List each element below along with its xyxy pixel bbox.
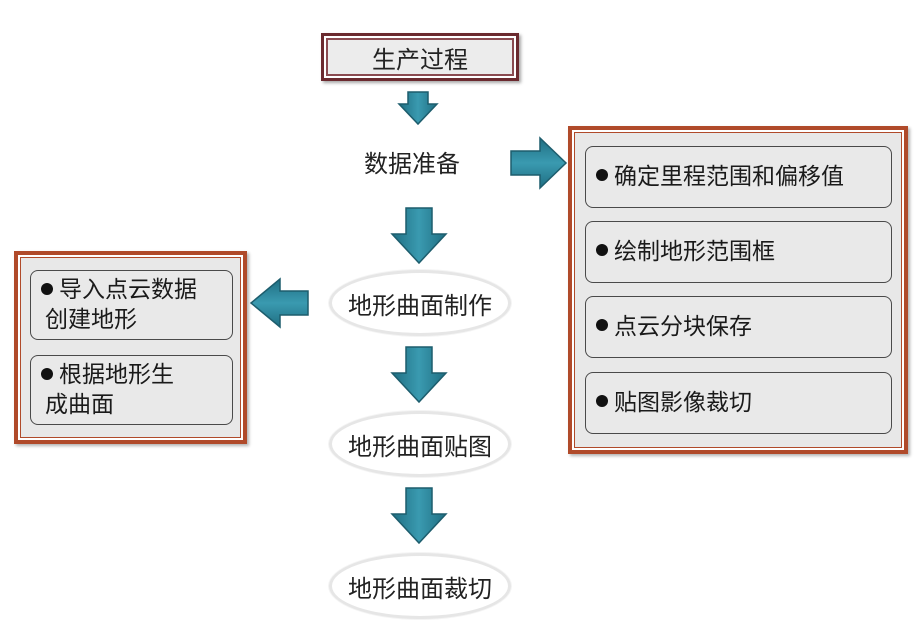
bullet-icon [596, 244, 608, 256]
right-panel-item-label: 绘制地形范围框 [614, 239, 775, 265]
step-surface-clip: 地形曲面裁切 [329, 553, 511, 619]
left-panel-item: 根据地形生 成曲面 [30, 355, 233, 425]
right-panel: 确定里程范围和偏移值 绘制地形范围框 点云分块保存 贴图影像裁切 [568, 126, 908, 454]
right-panel-item-label: 点云分块保存 [614, 314, 752, 340]
arrow-right-icon [510, 136, 568, 190]
bullet-icon [41, 282, 53, 295]
left-panel-item-line2: 创建地形 [45, 307, 137, 333]
left-panel-item-line1: 根据地形生 [59, 362, 174, 388]
left-panel-item-line2: 成曲面 [45, 392, 114, 418]
step-surface-make: 地形曲面制作 [329, 270, 511, 336]
process-title: 生产过程 [321, 33, 519, 81]
bullet-icon [596, 169, 608, 181]
right-panel-item: 绘制地形范围框 [585, 221, 892, 283]
arrow-down-icon [390, 346, 448, 404]
right-panel-item: 贴图影像裁切 [585, 372, 892, 434]
step-data-prep: 数据准备 [364, 150, 460, 178]
arrow-down-icon [390, 207, 448, 265]
step-surface-texture: 地形曲面贴图 [329, 411, 511, 477]
right-panel-item: 点云分块保存 [585, 296, 892, 358]
step-surface-clip-label: 地形曲面裁切 [348, 574, 492, 603]
arrow-down-icon [397, 91, 439, 126]
right-panel-item-label: 确定里程范围和偏移值 [614, 164, 844, 190]
step-surface-make-label: 地形曲面制作 [348, 291, 492, 320]
bullet-icon [596, 395, 608, 407]
left-panel-item: 导入点云数据 创建地形 [30, 270, 233, 340]
arrow-down-icon [390, 487, 448, 545]
bullet-icon [41, 367, 53, 380]
arrow-left-icon [249, 277, 309, 329]
right-panel-item: 确定里程范围和偏移值 [585, 146, 892, 208]
left-panel-item-line1: 导入点云数据 [59, 277, 197, 303]
step-surface-texture-label: 地形曲面贴图 [348, 432, 492, 461]
bullet-icon [596, 319, 608, 331]
left-panel: 导入点云数据 创建地形 根据地形生 成曲面 [14, 251, 247, 444]
right-panel-item-label: 贴图影像裁切 [614, 390, 752, 416]
